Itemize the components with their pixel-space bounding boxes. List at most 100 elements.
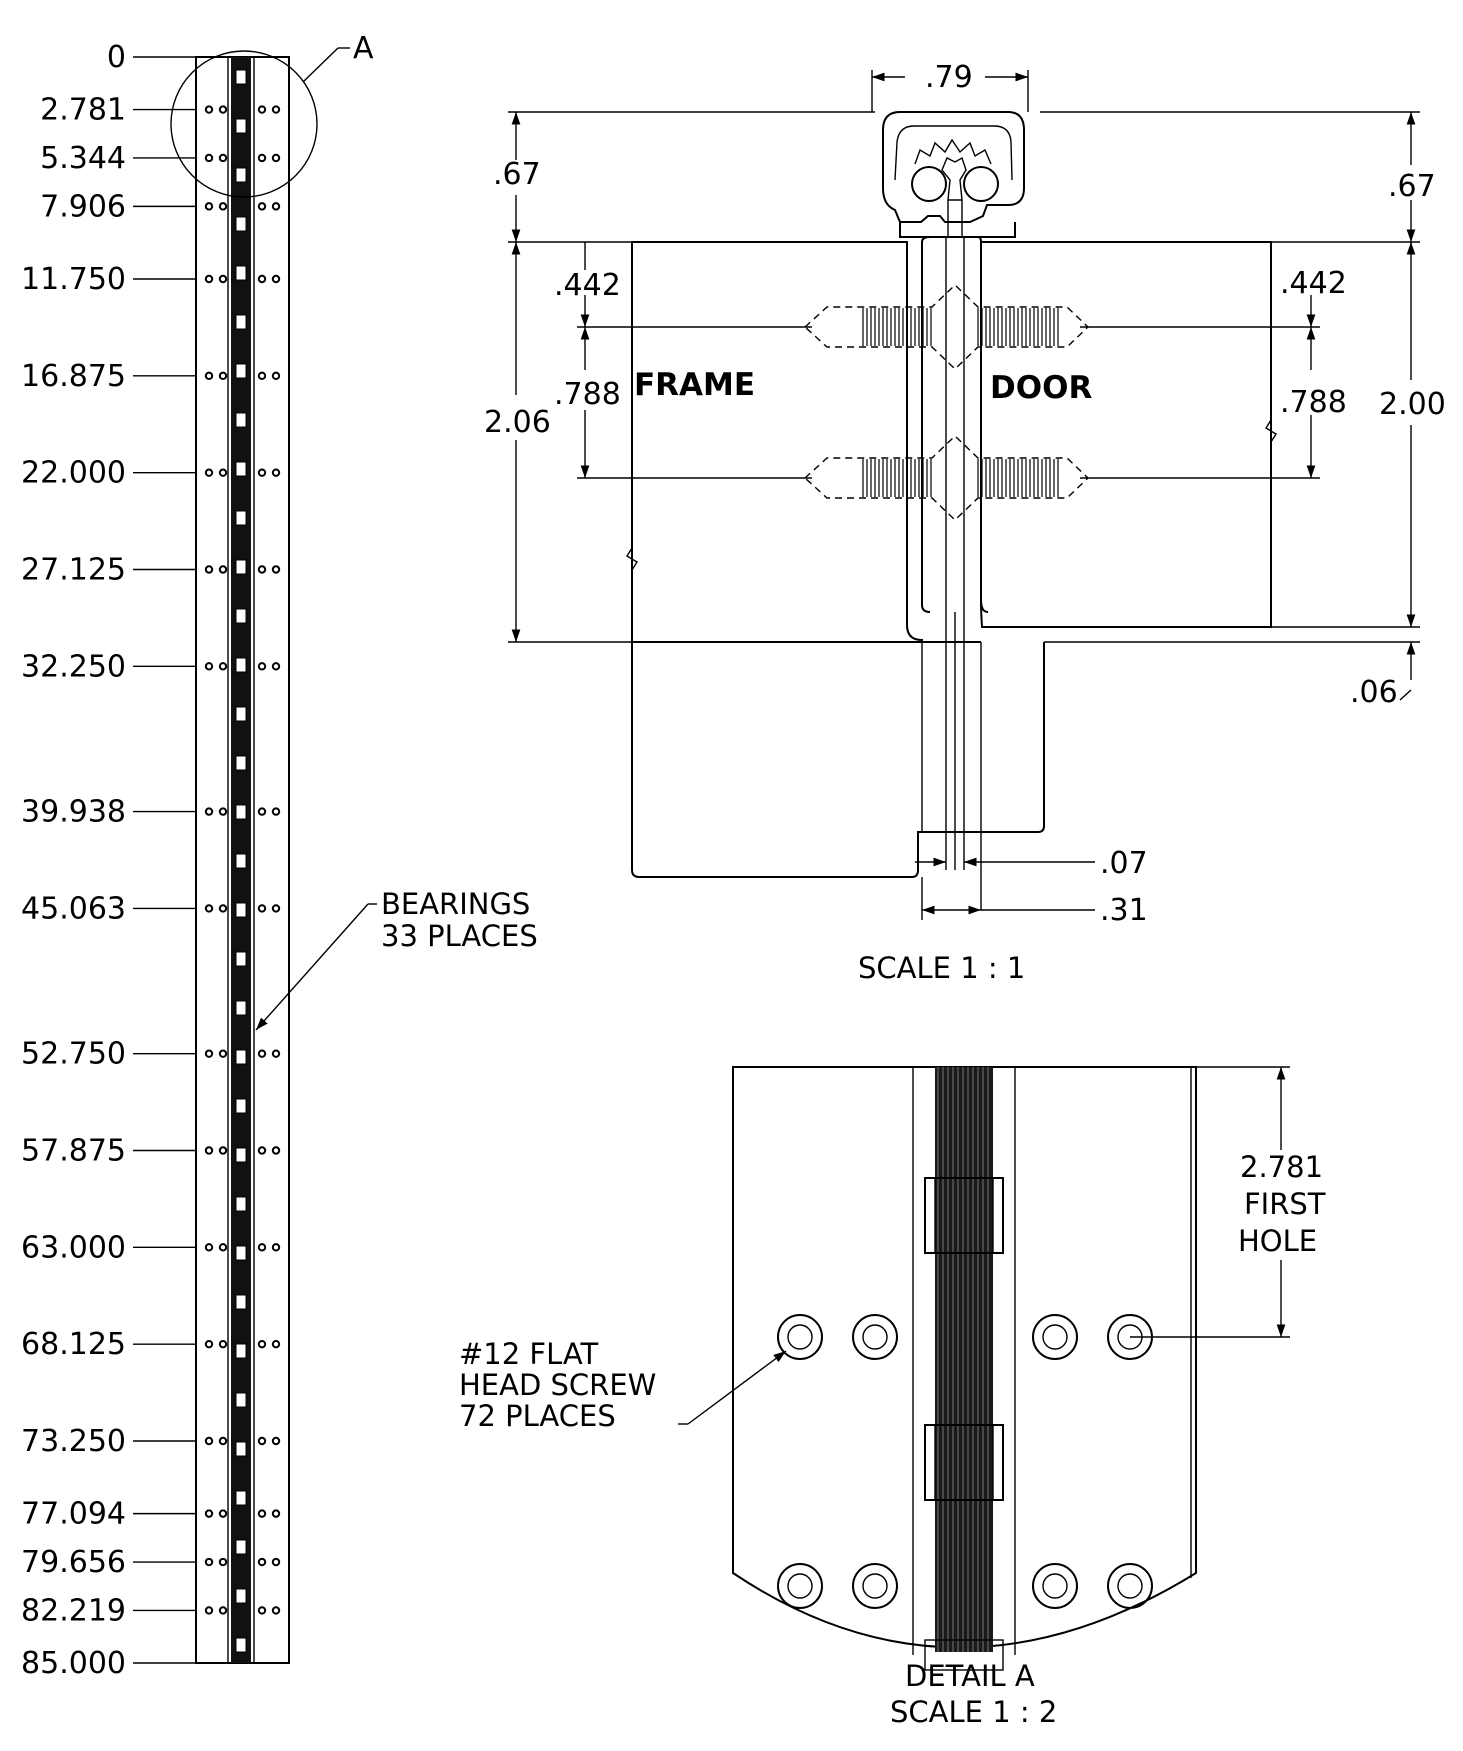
screw-hole-mark: [271, 202, 281, 211]
bearing-notch: [235, 1147, 247, 1163]
screw-hole-mark: [271, 1049, 281, 1058]
screw-hole-mark: [271, 807, 281, 816]
bearing-notch: [235, 461, 247, 477]
detail-a-circle: [170, 50, 318, 198]
bearing-notch: [235, 118, 247, 134]
screw-hole-mark: [271, 662, 281, 671]
screw-hole-mark: [257, 1436, 267, 1446]
bearing-notch: [235, 69, 247, 85]
screw-hole-mark: [257, 274, 267, 284]
screw-hole-mark: [218, 565, 228, 574]
station-label: 63.000: [21, 1230, 126, 1265]
dim-left-hole-spacing: .788: [554, 377, 621, 412]
dim-bottom-gap: .06: [1350, 675, 1398, 710]
bearing-notch: [235, 510, 247, 526]
screw-hole-mark: [257, 1606, 267, 1615]
screw-hole-mark: [271, 1509, 281, 1518]
screw-hole-mark: [218, 904, 228, 913]
screw-hole-mark: [271, 565, 281, 574]
station-label: 2.781: [40, 93, 126, 128]
screw-hole-mark: [204, 1339, 214, 1349]
screw-hole-mark: [204, 202, 214, 211]
screw-hole-mark: [271, 1436, 281, 1446]
screw-hole-mark: [204, 904, 214, 913]
bearing-notch: [235, 608, 247, 624]
screw-hole-mark: [271, 153, 281, 163]
door-label: DOOR: [990, 370, 1092, 406]
screw-note-line1: #12 FLAT: [459, 1337, 599, 1371]
screw-hole-mark: [204, 565, 214, 574]
bearing-notch: [235, 902, 247, 918]
screw-holes: [777, 1314, 1153, 1609]
bearing-notch: [235, 1441, 247, 1457]
screw-hole-mark: [271, 274, 281, 284]
station-rows: [204, 69, 281, 1653]
screw-hole-mark: [271, 105, 281, 114]
dim-right-overall: 2.00: [1379, 387, 1446, 422]
screw-hole-mark: [204, 1509, 214, 1518]
screw-hole-mark: [204, 1606, 214, 1615]
screw-hole-mark: [204, 371, 214, 381]
screw-hole-mark: [271, 1243, 281, 1252]
bearing-notch: [235, 1294, 247, 1310]
bearing-notch: [235, 1637, 247, 1653]
station-label: 57.875: [21, 1133, 126, 1168]
bearing-notch: [235, 706, 247, 722]
station-label: 0: [107, 40, 126, 75]
hinge-section-view: FRAME DOOR .79 .67 .67 2.06 2.00: [484, 60, 1446, 985]
screw-hole-mark: [257, 904, 267, 913]
screw-hole-mark: [218, 371, 228, 381]
screw-hole-mark: [204, 468, 214, 477]
bearing-notch: [235, 363, 247, 379]
detail-callout-letter: A: [353, 31, 374, 66]
bearing-notch: [235, 1000, 247, 1016]
station-label: 32.250: [21, 649, 126, 684]
bearing-notch: [235, 804, 247, 820]
screw-hole-mark: [257, 1146, 267, 1155]
screw-note-line2: HEAD SCREW: [459, 1368, 656, 1402]
station-label: 22.000: [21, 456, 126, 491]
bearings-note-line1: BEARINGS: [381, 887, 530, 921]
station-label: 27.125: [21, 553, 126, 588]
screw-hole-mark: [257, 371, 267, 381]
bearing-notch: [235, 1049, 247, 1065]
screw-hole-mark: [257, 1243, 267, 1252]
screw-hole-mark: [218, 1509, 228, 1518]
screw-hole-mark: [204, 1146, 214, 1155]
first-hole-note-line3: HOLE: [1238, 1224, 1317, 1258]
dim-left-overall: 2.06: [484, 405, 551, 440]
bearing-notch: [235, 1588, 247, 1604]
bearing-notch: [235, 951, 247, 967]
station-label: 73.250: [21, 1424, 126, 1459]
station-label: 85.000: [21, 1646, 126, 1681]
section-scale: SCALE 1 : 1: [858, 951, 1025, 985]
bearing-notch: [235, 1392, 247, 1408]
screw-hole-mark: [204, 807, 214, 816]
hinge-strip-view: 02.7815.3447.90611.75016.87522.00027.125…: [21, 31, 538, 1681]
screw-hole-mark: [257, 105, 267, 114]
screw-hole-mark: [204, 662, 214, 671]
screw-hole-mark: [271, 468, 281, 477]
screw-hole-mark: [257, 1557, 267, 1567]
screw-hole-mark: [257, 1509, 267, 1518]
screw-hole-mark: [218, 274, 228, 284]
screw-hole-mark: [271, 904, 281, 913]
station-label: 7.906: [40, 189, 126, 224]
bearing-notch: [235, 755, 247, 771]
bearing-notch: [235, 167, 247, 183]
station-label: 52.750: [21, 1037, 126, 1072]
detail-a-view: 2.781 FIRST HOLE #12 FLAT HEAD SCREW 72 …: [459, 1066, 1326, 1729]
bearing-notch: [235, 1490, 247, 1506]
screw-hole-mark: [257, 468, 267, 477]
first-hole-note-line1: 2.781: [1240, 1150, 1323, 1184]
screw-hole-mark: [218, 468, 228, 477]
bearing-notch: [235, 1539, 247, 1555]
bearing-notch: [235, 1196, 247, 1212]
station-label: 39.938: [21, 795, 126, 830]
dim-right-top-height: .67: [1388, 169, 1436, 204]
bearing-notch: [235, 314, 247, 330]
bearing-notch: [235, 1343, 247, 1359]
station-labels: 02.7815.3447.90611.75016.87522.00027.125…: [21, 40, 196, 1681]
screw-hole-mark: [271, 1339, 281, 1349]
